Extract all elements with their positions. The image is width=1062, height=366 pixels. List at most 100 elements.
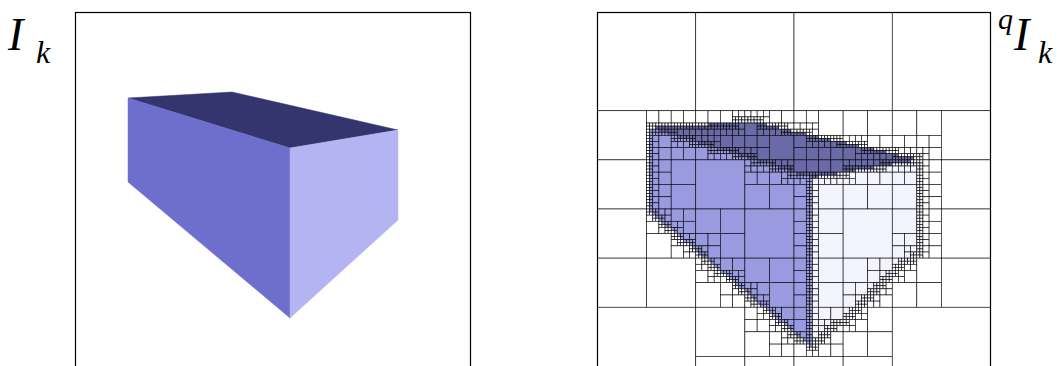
quadtree-cell [751, 295, 754, 298]
quadtree-cell [665, 123, 668, 126]
quadtree-cell [803, 129, 806, 132]
quadtree-cell [868, 283, 874, 289]
quadtree-cell [905, 166, 911, 172]
quadtree-cell [901, 157, 904, 160]
quadtree-cell [751, 148, 757, 154]
quadtree-cell [662, 218, 665, 221]
quadtree-cell [828, 329, 831, 332]
quadtree-cell [812, 307, 818, 313]
quadtree-cell [650, 188, 653, 191]
quadtree-cell [720, 234, 745, 259]
quadtree-cell [911, 258, 914, 261]
quadtree-cell [806, 194, 809, 197]
quadtree-cell [874, 286, 877, 289]
quadtree-cell [806, 323, 809, 326]
quadtree-cell [650, 169, 653, 172]
quadtree-cell [905, 261, 908, 264]
quadtree-cell [843, 307, 849, 313]
quadtree-cell [809, 341, 812, 344]
quadtree-cell [809, 246, 812, 249]
quadtree-cell [696, 111, 708, 123]
quadtree-cell [757, 304, 760, 307]
quadtree-cell [683, 209, 695, 221]
quadtree-cell [720, 154, 726, 160]
quadtree-cell [855, 148, 861, 154]
quadtree-cell [730, 280, 733, 283]
quadtree-cell [659, 135, 671, 147]
quadtree-cell [720, 258, 732, 270]
quadtree-cell [683, 148, 695, 160]
box-face [290, 130, 398, 318]
quadtree-cell [683, 111, 695, 123]
quadtree-cell [766, 310, 769, 313]
quadtree-cell [647, 212, 650, 215]
quadtree-cell [892, 166, 898, 172]
quadtree-cell [809, 273, 812, 276]
quadtree-cell [668, 224, 671, 227]
quadtree-cell [647, 215, 653, 221]
quadtree-cell [736, 117, 739, 120]
quadtree-cell [868, 172, 880, 184]
quadtree-cell [659, 148, 671, 160]
quadtree-cell [874, 169, 877, 172]
quadtree-cell [843, 175, 846, 178]
quadtree-cell [754, 117, 757, 120]
quadtree-cell [809, 194, 812, 197]
quadtree-cell [914, 252, 917, 255]
quadtree-cell [941, 111, 990, 160]
quadtree-cell [871, 289, 874, 292]
quadtree-cell [733, 135, 745, 147]
quadtree-cell [880, 286, 883, 289]
quadtree-cell [653, 132, 656, 135]
quadtree-cell [650, 194, 653, 197]
quadtree-cell [843, 141, 846, 144]
quadtree-cell [696, 255, 699, 258]
quadtree-cell [739, 120, 742, 123]
quadtree-cell [739, 286, 742, 289]
quadtree-cell [671, 209, 683, 221]
quadtree-cell [696, 246, 699, 249]
quadtree-cell [819, 258, 844, 283]
quadtree-cell [917, 197, 920, 200]
quadtree-cell [742, 283, 745, 286]
quadtree-cell [849, 307, 852, 310]
quadtree-cell [806, 203, 809, 206]
quadtree-cell [730, 151, 733, 154]
quadtree-cell [920, 191, 923, 194]
quadtree-cell [717, 151, 720, 154]
quadtree-cell [834, 175, 837, 178]
quadtree-cell [794, 234, 806, 246]
quadtree-cell [773, 126, 776, 129]
quadtree-cell [809, 197, 812, 200]
quadtree-cell [815, 338, 818, 341]
quadtree-cell [653, 129, 656, 132]
quadtree-cell [714, 123, 717, 126]
quadtree-cell [794, 258, 806, 270]
quadtree-cell [819, 138, 822, 141]
quadtree-cell [769, 344, 781, 356]
quadtree-cell [880, 283, 883, 286]
quadtree-cell [674, 138, 677, 141]
quadtree-cell [782, 111, 794, 123]
quadtree-cell [920, 246, 923, 249]
quadtree-cell [905, 264, 911, 270]
quadtree-cell [809, 203, 812, 206]
quadtree-cell [843, 332, 868, 357]
quadtree-cell [837, 175, 840, 178]
quadtree-cell [905, 135, 917, 147]
quadtree-cell [908, 160, 911, 163]
quadtree-cell [941, 258, 990, 307]
quadtree-cell [647, 138, 650, 141]
quadtree-cell [911, 160, 914, 163]
quadtree-cell [763, 129, 769, 135]
quadtree-cell [809, 224, 812, 227]
quadtree-cell [809, 332, 812, 335]
quadtree-cell [671, 237, 674, 240]
quadtree-cell [901, 261, 904, 264]
quadtree-cell [840, 138, 843, 141]
quadtree-cell [665, 224, 668, 227]
quadtree-cell [677, 123, 680, 126]
quadtree-cell [809, 289, 812, 292]
quadtree-cell [806, 206, 809, 209]
